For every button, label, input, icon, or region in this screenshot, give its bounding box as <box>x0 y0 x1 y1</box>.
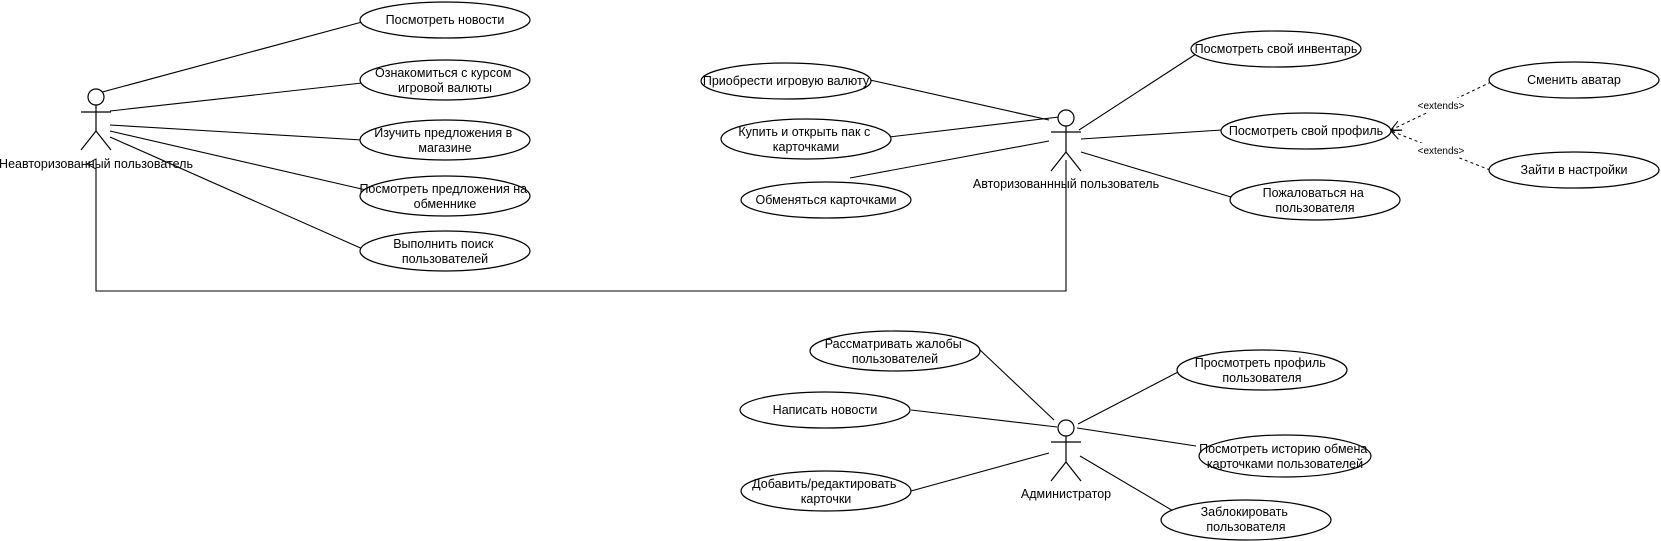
use-case-label: карточками пользователей <box>1207 457 1363 471</box>
admin-associations <box>910 348 1197 513</box>
assoc-search-users <box>109 136 366 251</box>
use-case-write-news: Написать новости <box>739 391 911 429</box>
use-case-label: пользователя <box>1222 371 1301 385</box>
use-case-label: Изучить предложения в <box>374 126 512 140</box>
svg-text:Сменить аватар: Сменить аватар <box>1527 73 1621 87</box>
generalization-line <box>96 160 1067 292</box>
use-case-label: карточки <box>801 492 852 506</box>
use-case-label: Посмотреть свой профиль <box>1229 124 1383 138</box>
use-case-open-settings: Зайти в настройки <box>1488 151 1660 189</box>
assoc-buy-pack <box>888 116 1060 138</box>
use-case-label: Пожаловаться на <box>1263 186 1364 200</box>
assoc-view-profile <box>1080 129 1223 140</box>
use-case-label: Приобрести игровую валюту <box>703 74 870 88</box>
actor-label-unauthorized: Неавторизованный пользователь <box>0 157 193 171</box>
assoc-trade-history <box>1076 427 1197 447</box>
use-case-change-avatar: Сменить аватар <box>1488 61 1660 99</box>
assoc-view-inventory <box>1078 53 1197 131</box>
use-case-label: Добавить/редактировать <box>752 477 896 491</box>
use-case-view-profile: Посмотреть свой профиль <box>1220 112 1392 150</box>
use-case-label: Просмотреть профиль <box>1195 356 1326 370</box>
assoc-review-reports <box>978 348 1055 421</box>
use-case-label: Обменяться карточками <box>756 193 897 207</box>
extends-label-2: <extends> <box>1418 146 1465 157</box>
assoc-buy-currency <box>869 79 1050 121</box>
assoc-write-news <box>910 409 1058 428</box>
svg-text:Обменяться карточками: Обменяться карточками <box>756 193 897 207</box>
unauthorized-associations <box>94 21 367 251</box>
actor-label-authorized: Авторизованнный пользователь <box>973 177 1159 191</box>
svg-text:Посмотреть новости: Посмотреть новости <box>386 13 505 27</box>
assoc-user-profile <box>1077 370 1181 425</box>
use-case-label: пользователя <box>1275 201 1354 215</box>
svg-text:Пожаловаться на пользова: Пожаловаться на пользователя <box>1263 186 1368 215</box>
use-case-label: пользователей <box>852 352 938 366</box>
assoc-edit-cards <box>910 452 1050 492</box>
use-case-label: пользователей <box>402 252 488 266</box>
svg-text:Выполнить поиск пользова: Выполнить поиск пользователей <box>393 237 497 266</box>
assoc-report-user <box>1080 151 1232 198</box>
use-case-buy-currency: Приобрести игровую валюту <box>700 62 872 100</box>
use-case-label: Посмотреть предложения на <box>359 182 527 196</box>
use-case-label: Выполнить поиск <box>393 237 494 251</box>
use-case-label: обменнике <box>414 197 477 211</box>
svg-text:Приобрести игровую валюту: Приобрести игровую валюту <box>703 74 870 88</box>
use-case-label: Написать новости <box>773 403 878 417</box>
svg-text:Зайти в настройки: Зайти в настройки <box>1521 163 1628 177</box>
use-case-label: карточками <box>773 140 839 154</box>
actor-unauthorized: Неавторизованный пользователь <box>0 88 193 171</box>
use-case-currency-rate: Ознакомиться с курсом игровой валюты <box>359 59 531 101</box>
svg-text:Добавить/редактировать к: Добавить/редактировать карточки <box>752 477 900 506</box>
use-case-label: Ознакомиться с курсом <box>375 66 512 80</box>
extends-label-1: <extends> <box>1418 101 1465 112</box>
assoc-exchange-offers <box>109 130 367 191</box>
use-case-shop-offers: Изучить предложения в магазине <box>359 119 531 161</box>
use-case-view-news: Посмотреть новости <box>359 1 531 39</box>
use-case-label: Купить и открыть пак с <box>738 125 870 139</box>
svg-text:Заблокировать пользовате: Заблокировать пользователя <box>1201 505 1292 534</box>
authorized-associations <box>849 53 1232 198</box>
use-case-label: Рассматривать жалобы <box>825 337 962 351</box>
use-case-label: Заблокировать <box>1201 505 1288 519</box>
extend-relations: <extends> <extends> <box>1391 81 1492 171</box>
use-case-label: Посмотреть историю обмена <box>1199 442 1367 456</box>
svg-text:Рассматривать жалобы пол: Рассматривать жалобы пользователей <box>825 337 966 366</box>
svg-text:Просмотреть профиль поль: Просмотреть профиль пользователя <box>1195 356 1330 385</box>
use-case-label: Посмотреть свой инвентарь <box>1195 42 1358 56</box>
use-case-trade-history: Посмотреть историю обмена карточками пол… <box>1198 434 1372 478</box>
use-case-label: игровой валюты <box>398 81 492 95</box>
assoc-trade-cards <box>849 140 1050 179</box>
use-case-buy-pack: Купить и открыть пак с карточками <box>720 118 892 160</box>
use-case-label: Посмотреть новости <box>386 13 505 27</box>
svg-text:Посмотреть предложения на: Посмотреть предложения на обменнике <box>359 182 530 211</box>
use-case-label: Сменить аватар <box>1527 73 1621 87</box>
use-case-review-reports: Рассматривать жалобы пользователей <box>809 330 981 372</box>
actor-label-admin: Администратор <box>1021 487 1111 501</box>
use-case-label: пользователя <box>1206 520 1285 534</box>
use-case-report-user: Пожаловаться на пользователя <box>1229 179 1401 221</box>
use-case-search-users: Выполнить поиск пользователей <box>359 230 531 272</box>
svg-text:Изучить предложения в ма: Изучить предложения в магазине <box>374 126 516 155</box>
use-case-user-profile: Просмотреть профиль пользователя <box>1176 349 1348 391</box>
actor-admin: Администратор <box>1021 419 1111 501</box>
assoc-block-user <box>1079 455 1176 513</box>
use-case-block-user: Заблокировать пользователя <box>1160 499 1332 541</box>
assoc-shop-offers <box>109 124 363 141</box>
assoc-view-news <box>94 21 363 95</box>
use-case-exchange-offers: Посмотреть предложения на обменнике <box>359 175 531 217</box>
svg-text:Ознакомиться с курсом иг: Ознакомиться с курсом игровой валюты <box>375 66 515 95</box>
use-case-view-inventory: Посмотреть свой инвентарь <box>1190 30 1362 68</box>
svg-text:Посмотреть свой профиль: Посмотреть свой профиль <box>1229 124 1383 138</box>
use-case-edit-cards: Добавить/редактировать карточки <box>740 470 912 512</box>
use-case-label: Зайти в настройки <box>1521 163 1628 177</box>
use-case-trade-cards: Обменяться карточками <box>740 181 912 219</box>
svg-text:Посмотреть свой инвентарь: Посмотреть свой инвентарь <box>1195 42 1358 56</box>
assoc-currency-rate <box>109 82 363 112</box>
use-case-label: магазине <box>418 141 471 155</box>
actor-authorized: Авторизованнный пользователь <box>973 109 1159 191</box>
svg-text:Написать новости: Написать новости <box>773 403 878 417</box>
svg-text:Посмотреть историю обмена: Посмотреть историю обмена карточками пол… <box>1199 442 1371 471</box>
svg-text:Купить и открыть пак с к: Купить и открыть пак с карточками <box>738 125 873 154</box>
